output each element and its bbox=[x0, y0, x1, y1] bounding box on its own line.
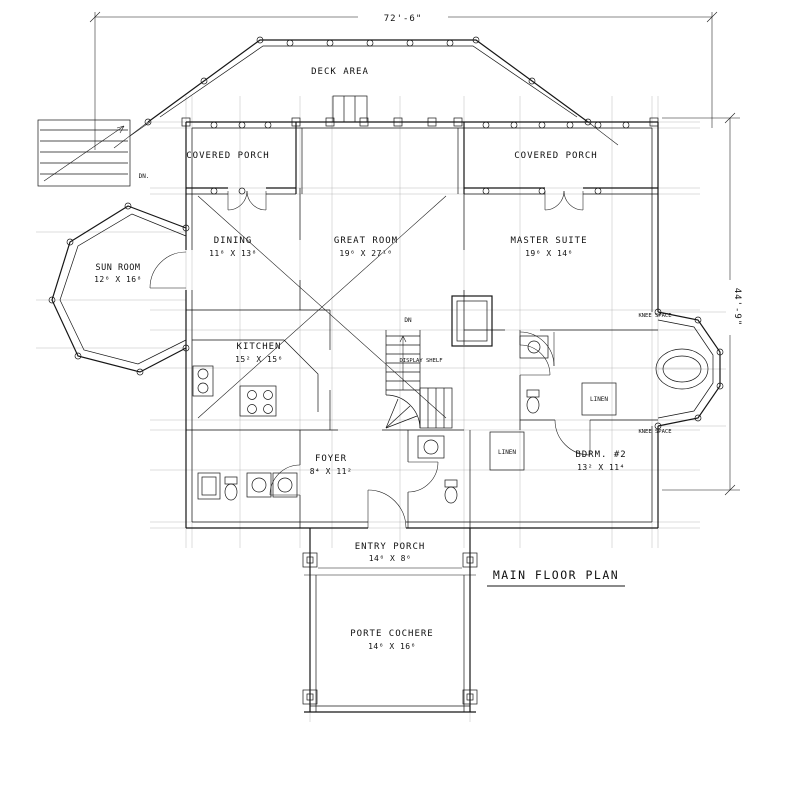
sun-room-bay bbox=[48, 202, 190, 376]
great-room-label: GREAT ROOM bbox=[334, 236, 398, 246]
small-annotations: DN. DN LINEN LINEN KNEE SPACE KNEE SPACE… bbox=[139, 173, 672, 456]
entry-porch-dims: 14⁶ X 8⁶ bbox=[369, 554, 412, 563]
exterior-stairs bbox=[37, 119, 151, 187]
interior-walls bbox=[186, 188, 658, 528]
knee-space-top-label: KNEE SPACE bbox=[638, 313, 671, 319]
master-bath-bay bbox=[654, 308, 724, 430]
utility-room-fixtures bbox=[197, 472, 298, 501]
dimension-overall-depth: 44'-9" bbox=[662, 112, 742, 496]
central-stairs bbox=[385, 330, 453, 429]
linen-foyer-label: LINEN bbox=[498, 449, 516, 456]
porte-cochere-dims: 14⁶ X 16⁶ bbox=[368, 642, 416, 651]
covered-porch-left-label: COVERED PORCH bbox=[186, 151, 269, 161]
covered-porch-right-label: COVERED PORCH bbox=[514, 151, 597, 161]
deck-area-label: DECK AREA bbox=[311, 67, 369, 77]
dn-exterior-label: DN. bbox=[139, 173, 150, 180]
knee-space-bottom-label: KNEE SPACE bbox=[638, 429, 671, 435]
powder-bath-fixtures bbox=[417, 435, 458, 504]
foyer-dims: 8⁴ X 11² bbox=[310, 467, 353, 476]
great-room-dims: 19⁶ X 27¹⁰ bbox=[339, 249, 392, 258]
display-shelf-label: DISPLAY SHELF bbox=[399, 358, 442, 364]
entry-porch-label: ENTRY PORCH bbox=[355, 542, 426, 552]
master-bath-fixtures bbox=[519, 335, 549, 414]
sun-room-dims: 12⁶ X 16⁸ bbox=[94, 275, 142, 284]
bedroom2-label: BDRM. #2 bbox=[575, 450, 626, 460]
dining-label: DINING bbox=[214, 236, 253, 246]
kitchen-label: KITCHEN bbox=[237, 342, 282, 352]
door-swings bbox=[149, 190, 591, 529]
ceiling-diagonals bbox=[197, 195, 447, 419]
deck-outline bbox=[113, 36, 619, 149]
master-suite-label: MASTER SUITE bbox=[510, 236, 587, 246]
display-shelf-unit bbox=[451, 295, 493, 347]
foyer-label: FOYER bbox=[315, 454, 347, 464]
kitchen-fixtures bbox=[192, 339, 319, 417]
overall-width-dimension: 72'-6" bbox=[384, 14, 423, 24]
master-suite-dims: 19⁶ X 14⁶ bbox=[525, 249, 573, 258]
exterior-walls bbox=[185, 121, 659, 529]
kitchen-dims: 15² X 15⁶ bbox=[235, 355, 283, 364]
room-labels: DECK AREA COVERED PORCH COVERED PORCH SU… bbox=[94, 67, 626, 651]
plan-title-block: MAIN FLOOR PLAN bbox=[487, 568, 625, 587]
dimension-overall-width: 72'-6" bbox=[89, 11, 718, 150]
sun-room-label: SUN ROOM bbox=[96, 263, 141, 273]
dn-stairs-label: DN bbox=[404, 317, 412, 324]
overall-depth-dimension: 44'-9" bbox=[732, 288, 742, 327]
deck-post-circles bbox=[144, 36, 592, 126]
bedroom2-dims: 13² X 11⁴ bbox=[577, 463, 625, 472]
plan-title: MAIN FLOOR PLAN bbox=[493, 568, 619, 582]
dining-dims: 11⁸ X 13⁸ bbox=[209, 249, 257, 258]
linen-master-label: LINEN bbox=[590, 396, 608, 403]
porte-cochere-structure bbox=[302, 528, 478, 713]
porte-cochere-label: PORTE COCHERE bbox=[350, 629, 433, 639]
